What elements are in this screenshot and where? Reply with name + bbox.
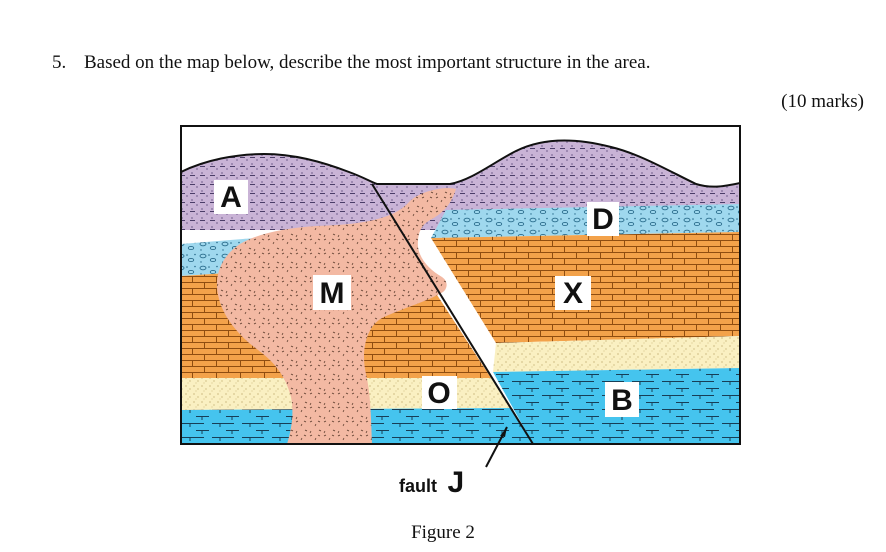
label-a: A	[220, 181, 242, 214]
sand-right-layer	[493, 336, 740, 372]
fault-label: fault J	[399, 466, 464, 499]
label-d-group: D	[587, 202, 619, 236]
figure-border	[180, 125, 741, 445]
label-o-group: O	[422, 376, 457, 410]
label-b-group: B	[605, 382, 639, 417]
figure-caption: Figure 2	[411, 522, 475, 543]
fault-arrow-head	[500, 427, 507, 437]
marks-label: (10 marks)	[781, 91, 864, 112]
question-text: 5. Based on the map below, describe the m…	[52, 52, 650, 74]
label-a-group: A	[214, 180, 248, 214]
label-o: O	[427, 377, 450, 410]
fault-label-letter: J	[447, 466, 464, 499]
label-m: M	[320, 277, 345, 310]
fault-line	[371, 183, 534, 444]
label-x-group: X	[555, 276, 591, 310]
label-d: D	[592, 203, 614, 236]
label-b: B	[611, 384, 633, 417]
label-x: X	[563, 277, 583, 310]
label-m-group: M	[313, 275, 351, 310]
topography-line	[181, 139, 740, 188]
fault-label-word: fault	[399, 476, 437, 496]
layer-stack	[181, 139, 740, 444]
unit-m-intrusion	[216, 188, 456, 444]
question-number: 5.	[52, 52, 67, 73]
unit-d-right-layer	[431, 204, 740, 238]
question-prompt: Based on the map below, describe the mos…	[84, 52, 651, 73]
